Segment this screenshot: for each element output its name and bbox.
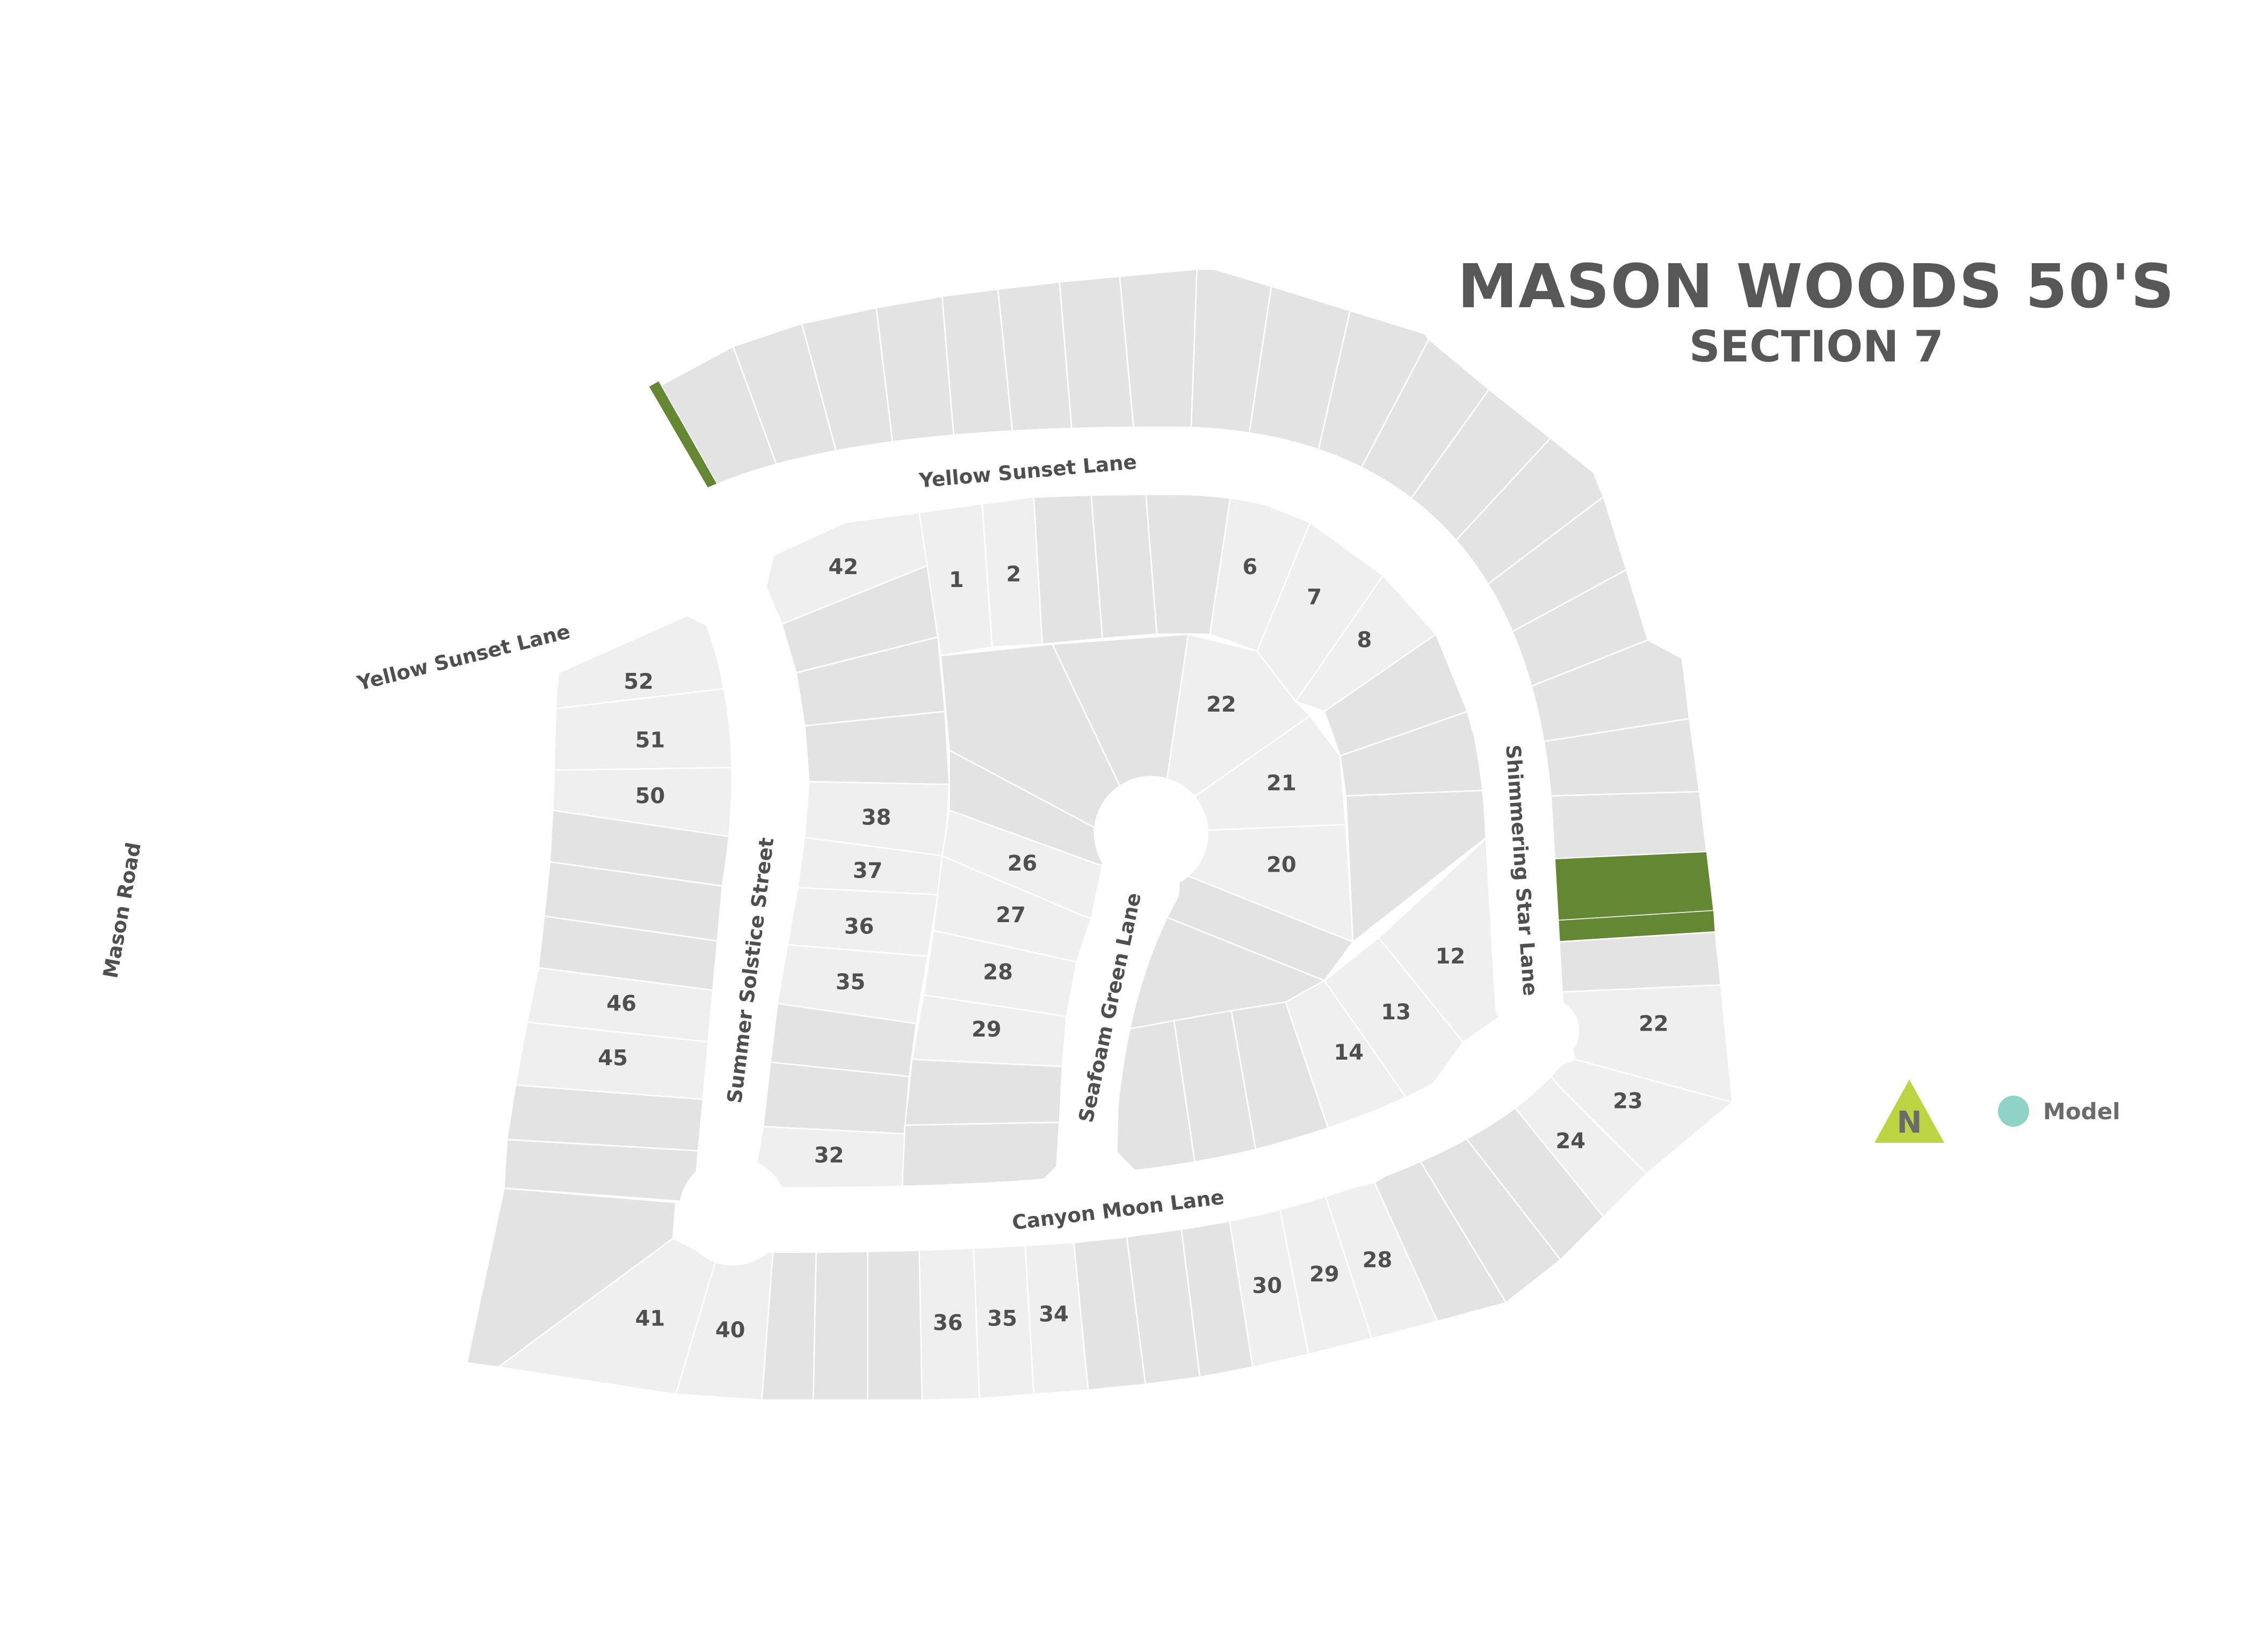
lot-number: 23	[1613, 1089, 1643, 1113]
street-label: Yellow Sunset Lane	[354, 619, 573, 695]
lot-number: 22	[1639, 1012, 1669, 1037]
lot-number: 35	[987, 1307, 1017, 1331]
street-label: Mason Road	[98, 841, 146, 980]
lot-number: 29	[1309, 1262, 1339, 1287]
inner-east-lots	[1116, 490, 1502, 1175]
inner-west-lots	[755, 511, 950, 1192]
lot[interactable]	[901, 1121, 1061, 1192]
lot-number: 41	[635, 1307, 665, 1331]
lot-number: 22	[1206, 692, 1236, 717]
map-title: MASON WOODS 50'S SECTION 7	[1458, 257, 2175, 368]
road-canyon-moon-lane	[690, 997, 1580, 1253]
outer-ring-lots	[657, 268, 1734, 1322]
lot-number: 1	[949, 568, 964, 592]
middle-lots	[901, 487, 1233, 1192]
roads	[678, 426, 1580, 1266]
section-name: SECTION 7	[1689, 322, 1944, 372]
community-name: MASON WOODS 50'S	[1457, 252, 2175, 322]
road-summer-solstice-street	[693, 556, 792, 1233]
lot-number: 32	[814, 1143, 844, 1168]
lot[interactable]	[904, 1059, 1063, 1126]
lot-number: 40	[715, 1318, 745, 1343]
lot-number: 21	[1266, 771, 1297, 796]
lot-number: 29	[972, 1017, 1002, 1042]
lot-number: 14	[1334, 1040, 1364, 1065]
lot-number: 37	[853, 858, 883, 883]
north-arrow-icon: N	[1874, 1079, 1944, 1143]
lot-number: 6	[1242, 555, 1257, 579]
road-yellow-sunset-lane	[689, 426, 1563, 1037]
lot-number: 28	[983, 960, 1013, 985]
lot[interactable]	[1119, 268, 1198, 432]
lot-number: 36	[844, 914, 874, 939]
lot-number: 52	[624, 669, 654, 694]
lot-number: 12	[1436, 944, 1466, 969]
lot-number: 30	[1252, 1273, 1282, 1298]
lot-number: 7	[1307, 585, 1322, 610]
lot[interactable]	[867, 1247, 923, 1401]
bottom-ring-lots	[466, 1182, 1439, 1401]
lot-number: 20	[1266, 853, 1297, 878]
lot-number: 24	[1555, 1129, 1585, 1154]
lot-numbers: 42 1 2 6 7 8 22 21 20 52 51 50 46 45 38 …	[598, 555, 1668, 1343]
road-turnaround	[678, 1156, 788, 1266]
highlighted-lot[interactable]	[1553, 851, 1714, 921]
lot-number: 38	[861, 806, 892, 830]
lot-number: 35	[836, 970, 866, 995]
north-label: N	[1896, 1105, 1922, 1140]
lot-number: 8	[1357, 628, 1372, 653]
model-dot-icon	[1998, 1096, 2029, 1127]
west-block-lots	[503, 614, 751, 1204]
cul-de-sac	[1093, 776, 1208, 890]
lot-number: 45	[598, 1046, 628, 1070]
lot[interactable]	[812, 1247, 868, 1401]
lot-number: 34	[1039, 1302, 1069, 1327]
lot[interactable]	[1549, 791, 1708, 860]
lot-number: 50	[635, 784, 665, 809]
lot[interactable]	[466, 1187, 677, 1368]
lot-number: 36	[933, 1311, 963, 1336]
lot-number: 46	[606, 991, 636, 1016]
lot[interactable]	[1555, 931, 1722, 993]
legend: N Model	[1874, 1079, 2120, 1143]
lot-number: 27	[996, 903, 1026, 928]
lot-number: 2	[1006, 562, 1022, 587]
lot-number: 28	[1363, 1248, 1393, 1272]
lot-number: 51	[635, 728, 665, 753]
lot-number: 26	[1008, 851, 1038, 876]
road-seafoam-green-lane	[1056, 859, 1180, 1217]
lot-number: 42	[828, 555, 858, 579]
lot-number: 13	[1381, 1000, 1411, 1025]
model-label: Model	[2043, 1098, 2120, 1125]
